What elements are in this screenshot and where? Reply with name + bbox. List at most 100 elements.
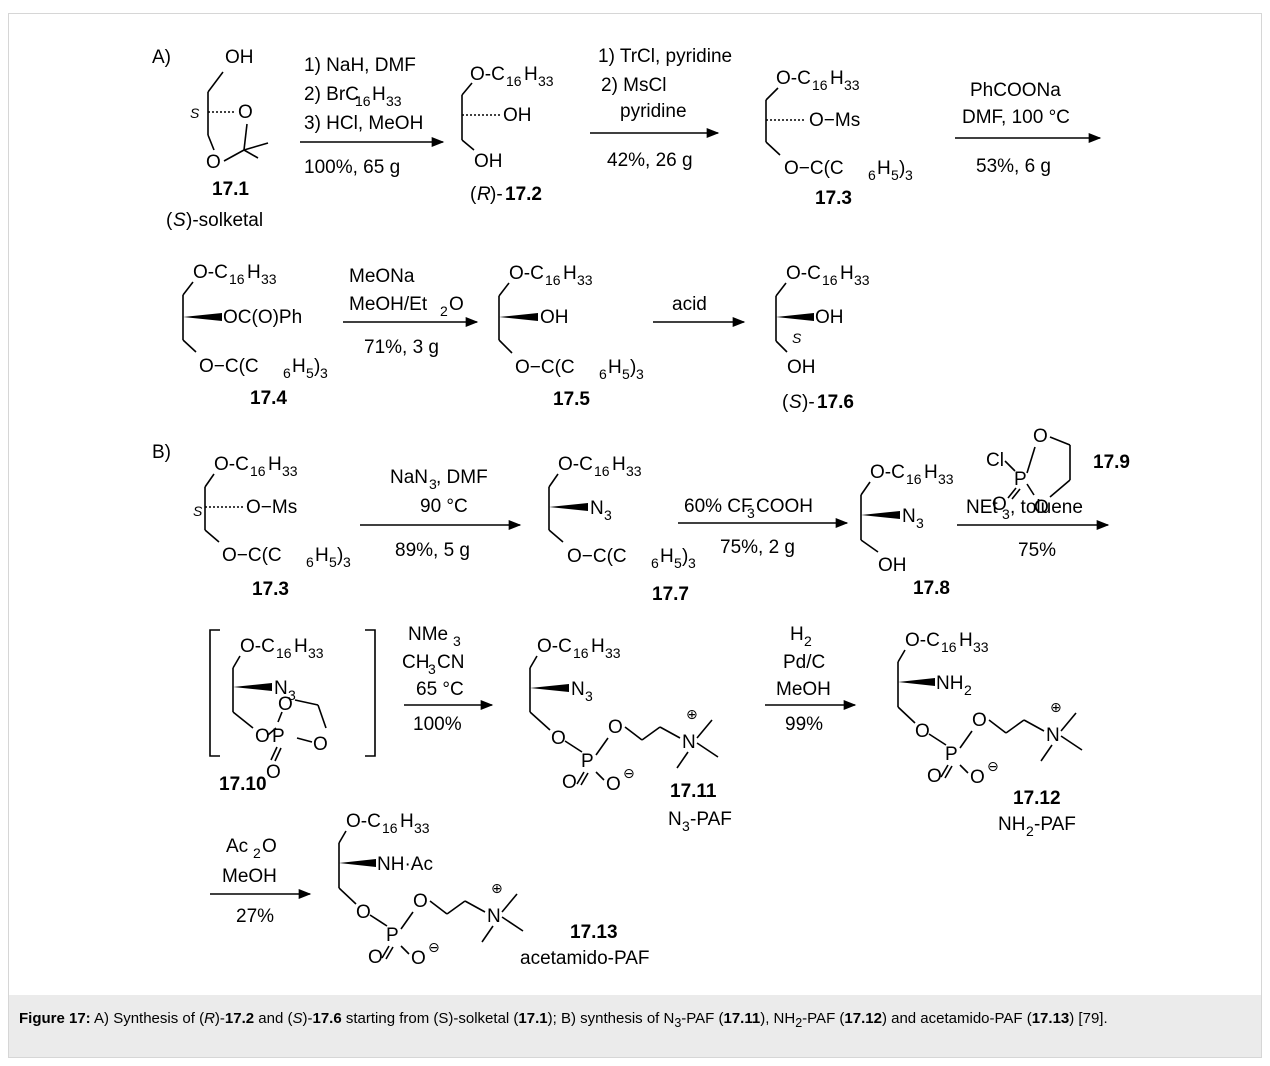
svg-text:3: 3: [916, 515, 924, 531]
svg-text:O-C: O-C: [776, 68, 811, 89]
svg-text:17.1: 17.1: [212, 179, 249, 200]
svg-text:): ): [630, 357, 636, 378]
svg-text:100%: 100%: [413, 714, 462, 735]
svg-text:16: 16: [812, 77, 828, 93]
svg-text:O: O: [992, 494, 1007, 515]
svg-text:O-C: O-C: [346, 811, 381, 832]
svg-text:CH: CH: [402, 652, 429, 673]
svg-text:H: H: [608, 357, 622, 378]
svg-text:16: 16: [276, 645, 292, 661]
step-5: acid: [653, 294, 746, 328]
svg-text:H: H: [524, 64, 538, 85]
svg-text:N: N: [571, 679, 585, 700]
svg-text:): ): [682, 546, 688, 567]
svg-text:42%, 26 g: 42%, 26 g: [607, 150, 693, 171]
svg-text:P: P: [1014, 469, 1027, 490]
svg-text:1) TrCl, pyridine: 1) TrCl, pyridine: [598, 46, 732, 67]
svg-text:⊖: ⊖: [623, 765, 635, 781]
svg-text:3: 3: [343, 554, 351, 570]
svg-text:H: H: [924, 462, 938, 483]
svg-text:3) HCl, MeOH: 3) HCl, MeOH: [304, 113, 423, 134]
svg-text:NMe: NMe: [408, 624, 448, 645]
svg-text:99%: 99%: [785, 714, 823, 735]
svg-text:⊕: ⊕: [686, 706, 698, 722]
step-9: NMe 3 CH 3 CN 65 °C 100%: [402, 624, 494, 735]
svg-text:89%, 5 g: 89%, 5 g: [395, 540, 470, 561]
svg-text:acetamido-PAF: acetamido-PAF: [520, 948, 650, 969]
svg-text:33: 33: [973, 639, 989, 655]
svg-text:NH: NH: [998, 814, 1025, 835]
svg-text:S: S: [792, 330, 802, 346]
compound-17-13: O-C 16 H 33 NH·Ac O P O O ⊖ O N ⊕ 17.13 …: [338, 811, 650, 969]
svg-text:Cl: Cl: [986, 450, 1004, 471]
svg-text:H: H: [959, 630, 973, 651]
svg-text:33: 33: [605, 645, 621, 661]
svg-text:71%, 3 g: 71%, 3 g: [364, 337, 439, 358]
svg-text:O: O: [413, 891, 428, 912]
svg-text:N: N: [1046, 725, 1060, 746]
svg-text:5: 5: [306, 365, 314, 381]
svg-text:O: O: [206, 152, 221, 173]
svg-text:⊕: ⊕: [1050, 699, 1062, 715]
svg-text:-PAF: -PAF: [1034, 814, 1076, 835]
svg-text:O: O: [915, 721, 930, 742]
svg-text:17.4: 17.4: [250, 388, 287, 409]
step-4: MeONa MeOH/Et 2 O 71%, 3 g: [343, 266, 479, 358]
svg-text:3: 3: [905, 167, 913, 183]
svg-text:S: S: [190, 105, 200, 121]
svg-text:2: 2: [253, 845, 261, 861]
svg-text:17.2: 17.2: [505, 184, 542, 205]
svg-text:16: 16: [506, 73, 522, 89]
svg-text:17.8: 17.8: [913, 578, 950, 599]
svg-text:H: H: [268, 454, 282, 475]
svg-text:17.9: 17.9: [1093, 452, 1130, 473]
figure-frame: [8, 13, 1262, 1058]
svg-text:N: N: [487, 906, 501, 927]
svg-text:P: P: [945, 744, 958, 765]
svg-text:H: H: [591, 636, 605, 657]
svg-text:16: 16: [545, 272, 561, 288]
svg-text:17.6: 17.6: [817, 392, 854, 413]
svg-text:O−Ms: O−Ms: [809, 110, 860, 131]
svg-text:O: O: [313, 734, 328, 755]
svg-text:H: H: [612, 454, 626, 475]
section-a-label: A): [152, 47, 171, 68]
svg-text:33: 33: [386, 93, 402, 109]
svg-text:)-: )-: [490, 184, 503, 205]
svg-text:O: O: [551, 728, 566, 749]
svg-text:O-C: O-C: [870, 462, 905, 483]
svg-text:33: 33: [261, 271, 277, 287]
svg-text:3: 3: [636, 366, 644, 382]
svg-text:O-C: O-C: [193, 262, 228, 283]
svg-text:N: N: [590, 498, 604, 519]
svg-text:2) BrC: 2) BrC: [304, 84, 359, 105]
svg-text:Ac: Ac: [226, 836, 248, 857]
svg-text:16: 16: [594, 463, 610, 479]
svg-text:S: S: [173, 210, 186, 231]
svg-text:53%, 6 g: 53%, 6 g: [976, 156, 1051, 177]
svg-text:17.11: 17.11: [670, 781, 717, 802]
svg-text:O−C(C: O−C(C: [222, 545, 282, 566]
svg-text:17.7: 17.7: [652, 584, 689, 605]
svg-text:(: (: [782, 392, 789, 413]
compound-17-3-b: O-C 16 H 33 S O−Ms O−C(C 6 H 5 ) 3 17.3: [193, 454, 351, 600]
step-10: H 2 Pd/C MeOH 99%: [765, 624, 857, 735]
svg-text:5: 5: [622, 366, 630, 382]
svg-text:⊕: ⊕: [491, 880, 503, 896]
svg-text:3: 3: [429, 476, 437, 492]
compound-17-8: O-C 16 H 33 N 3 OH 17.8: [860, 462, 954, 599]
svg-text:OC(O)Ph: OC(O)Ph: [223, 307, 302, 328]
svg-text:6: 6: [306, 554, 314, 570]
svg-text:3: 3: [747, 505, 755, 521]
svg-text:MeOH/Et: MeOH/Et: [349, 294, 428, 315]
svg-text:3: 3: [1002, 506, 1010, 522]
svg-text:3: 3: [428, 661, 436, 677]
svg-text:O: O: [238, 102, 253, 123]
svg-text:3: 3: [453, 633, 461, 649]
svg-text:P: P: [581, 751, 594, 772]
svg-text:O-C: O-C: [786, 263, 821, 284]
svg-text:17.5: 17.5: [553, 389, 590, 410]
svg-text:H: H: [830, 68, 844, 89]
svg-text:O: O: [972, 710, 987, 731]
svg-text:NaN: NaN: [390, 467, 428, 488]
